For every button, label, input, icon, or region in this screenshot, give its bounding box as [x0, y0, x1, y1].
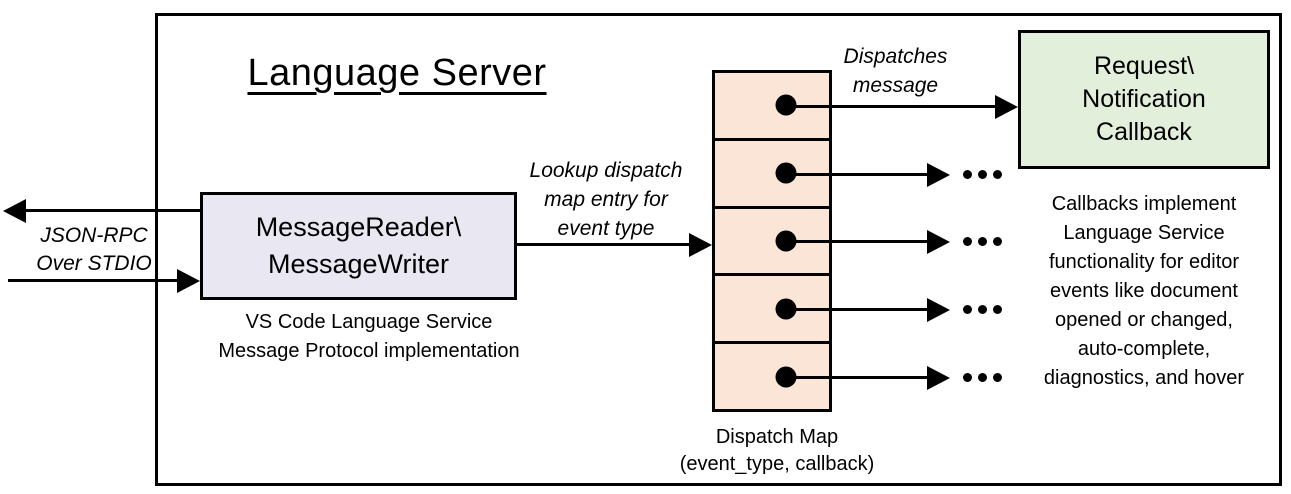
- stdio-in-arrow-line: [8, 279, 177, 282]
- dispatch-arrow-line: [786, 173, 929, 176]
- dispatch-map-label: Dispatch Map (event_type, callback): [679, 426, 875, 475]
- ellipsis-icon: [963, 237, 1002, 246]
- message-reader-writer-label: MessageReader\ MessageWriter: [255, 212, 462, 279]
- page-title: Language Server: [247, 52, 547, 94]
- lookup-label: Lookup dispatch map entry for event type: [529, 159, 683, 240]
- dispatch-arrowhead-icon: [995, 95, 1018, 119]
- ellipsis-icon: [963, 373, 1002, 382]
- lookup-arrowhead-icon: [689, 233, 712, 257]
- request-notification-callback-box: Request\ Notification Callback: [1018, 30, 1270, 169]
- dispatches-message-label: Dispatches message: [843, 45, 948, 97]
- json-rpc-label: JSON-RPC Over STDIO: [36, 224, 152, 275]
- dispatch-arrowhead-icon: [927, 366, 950, 390]
- dispatch-arrow-line: [786, 376, 929, 379]
- dispatch-arrow-line: [786, 105, 998, 108]
- callbacks-note: Callbacks implement Language Service fun…: [1043, 193, 1245, 389]
- stdio-out-arrow-line: [25, 209, 200, 212]
- language-server-frame: [155, 13, 1282, 486]
- dispatch-arrowhead-icon: [927, 230, 950, 254]
- ellipsis-icon: [963, 305, 1002, 314]
- dispatch-arrow-line: [786, 240, 929, 243]
- dispatch-arrowhead-icon: [927, 298, 950, 322]
- stdio-in-arrowhead-icon: [177, 269, 200, 293]
- reader-caption: VS Code Language Service Message Protoco…: [218, 311, 520, 362]
- dispatch-map-cell: [715, 137, 829, 206]
- request-notification-callback-label: Request\ Notification Callback: [1082, 52, 1206, 146]
- lookup-arrow-line: [514, 243, 691, 246]
- message-reader-writer-box: MessageReader\ MessageWriter: [200, 192, 517, 300]
- ellipsis-icon: [963, 170, 1002, 179]
- dispatch-arrow-line: [786, 308, 929, 311]
- dispatch-arrowhead-icon: [927, 163, 950, 187]
- stdio-out-arrowhead-icon: [3, 199, 26, 223]
